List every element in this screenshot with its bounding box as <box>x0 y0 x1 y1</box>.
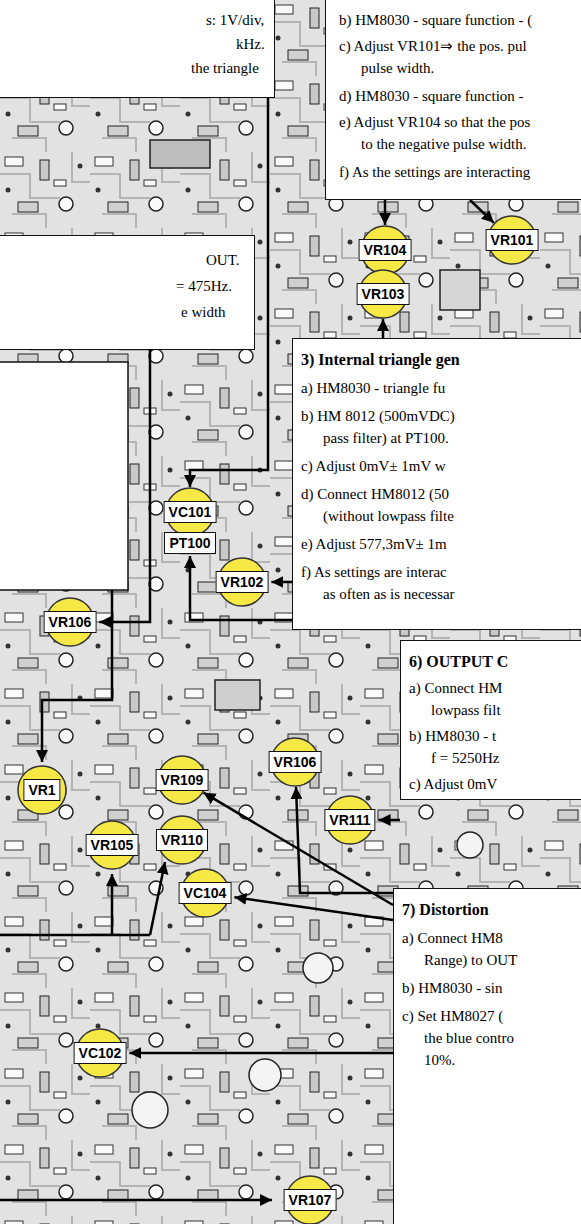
instruction-line: OUT. <box>206 251 239 269</box>
section-heading: 7) Distortion <box>402 901 489 919</box>
arrow-connector <box>190 556 292 620</box>
instruction-line: Range) to OUT <box>424 951 517 969</box>
instruction-line: f = 5250Hz <box>431 749 499 767</box>
instruction-line: e) Adjust VR104 so that the pos <box>339 113 530 131</box>
instruction-line: c) Adjust 0mV <box>409 775 497 793</box>
leader-line <box>0 934 150 937</box>
instruction-box: s: 1V/div, kHz. the triangle <box>0 0 275 98</box>
arrow-connector <box>234 897 393 920</box>
instruction-line: the blue contro <box>424 1029 514 1047</box>
trimmer-callout: VR107 <box>285 1175 335 1224</box>
instruction-line: a) Connect HM8 <box>402 929 503 947</box>
component-label: VR101 <box>486 229 539 251</box>
component-label: VR106 <box>269 751 322 773</box>
instruction-line: b) HM 8012 (500mVDC) <box>301 407 455 425</box>
component-label: VC102 <box>74 1042 127 1064</box>
note-box <box>0 362 128 590</box>
arrow-connector <box>99 350 150 622</box>
ic-package <box>150 140 210 168</box>
instruction-line: f) As settings are interac <box>301 563 447 581</box>
instruction-line: e) Adjust 577,3mV± 1m <box>301 535 447 553</box>
capacitor <box>132 1092 168 1128</box>
instruction-line: s: 1V/div, <box>206 11 264 29</box>
instruction-line: pass filter) at PT100. <box>323 429 449 447</box>
component-label: VR111 <box>324 809 375 831</box>
trimmer-callout: VR109 <box>157 755 207 805</box>
component-label: VR105 <box>86 834 139 856</box>
trimmer-callout: VR111 <box>325 795 375 845</box>
instruction-line: f) As the settings are interacting <box>339 163 530 181</box>
arrow-connector <box>296 787 393 893</box>
component-label: VR102 <box>216 571 269 593</box>
instruction-line: as often as is necessar <box>323 585 455 603</box>
instruction-line: c) Set HM8027 ( <box>402 1007 503 1025</box>
instruction-line: e width <box>181 303 226 321</box>
instruction-line: kHz. <box>236 35 265 53</box>
instruction-line: 10%. <box>424 1051 455 1069</box>
leader-line <box>0 1199 272 1202</box>
component-label: VR109 <box>156 769 209 791</box>
ic-package <box>440 270 480 310</box>
instruction-line: c) Adjust VR101⇒ the pos. pul <box>339 37 527 55</box>
instruction-box: OUT. = 475Hz. e width <box>0 235 255 350</box>
arrow-connector <box>382 319 385 338</box>
trimmer-callout: VR101 <box>487 215 537 265</box>
callout-circle <box>18 766 66 814</box>
section-heading: 6) OUTPUT C <box>409 653 508 671</box>
instruction-line: = 475Hz. <box>176 277 232 295</box>
instruction-line: pulse width. <box>361 59 434 77</box>
instruction-line: d) HM8030 - square function - <box>339 87 524 105</box>
component-label: VR107 <box>284 1189 337 1211</box>
instruction-line: lowpass filt <box>431 701 501 719</box>
trimmer-callout: VC101 <box>165 487 215 537</box>
component-label: VC101 <box>164 501 217 523</box>
leader-line <box>42 590 112 762</box>
leader-line <box>150 862 165 935</box>
test-point-name: PT100 <box>169 534 210 552</box>
component-label: VC104 <box>179 882 232 904</box>
trimmer-callout: VC104 <box>180 868 230 918</box>
component-label: VR1 <box>23 779 60 801</box>
trimmer-callout: VR106 <box>270 737 320 787</box>
trimmer-callout: VR104 <box>360 225 410 275</box>
component-label: VR106 <box>44 611 97 633</box>
component-label: VR103 <box>357 283 410 305</box>
trimmer-callout: VR103 <box>358 269 408 319</box>
instruction-line: c) Adjust 0mV± 1mV w <box>301 457 446 475</box>
arrow-connector <box>470 200 494 223</box>
arrow-connector <box>129 1052 393 1055</box>
arrow-connector <box>271 581 292 584</box>
trimmer-callout: VC102 <box>75 1028 125 1078</box>
trimmer-callout: VR106 <box>45 597 95 647</box>
capacitor <box>457 832 483 858</box>
component-label: VR104 <box>359 239 412 261</box>
test-point-label: PT100 <box>164 532 215 554</box>
leader-line <box>111 874 114 935</box>
instruction-line: d) Connect HM8012 (50 <box>301 485 449 503</box>
arrow-connector <box>379 819 400 822</box>
instruction-line: (without lowpass filte <box>323 507 454 525</box>
instruction-line: to the negative pulse width. <box>361 135 526 153</box>
trimmer-callout: VR105 <box>87 820 137 870</box>
ic-package <box>215 680 260 710</box>
component-label: VR110 <box>156 829 208 851</box>
instruction-line: b) HM8030 - t <box>409 727 496 745</box>
transistor <box>303 953 333 983</box>
instruction-line: the triangle <box>191 59 259 77</box>
instruction-box: 7) Distortion a) Connect HM8Range) to OUT… <box>393 888 581 1224</box>
trimmer-callout: VR102 <box>217 557 267 607</box>
trimmer-callout: VR1 <box>17 765 67 815</box>
instruction-line: b) HM8030 - square function - ( <box>339 11 532 29</box>
arrow-connector <box>384 200 387 225</box>
instruction-line: a) HM8030 - triangle fu <box>301 379 445 397</box>
instruction-box: 6) OUTPUT C a) Connect HM lowpass filt b) H… <box>400 640 581 800</box>
section-heading: 3) Internal triangle gen <box>301 351 460 369</box>
instruction-line: b) HM8030 - sin <box>402 979 502 997</box>
trimmer-callout: VR110 <box>157 815 207 865</box>
instruction-line: a) Connect HM <box>409 679 502 697</box>
transistor <box>249 1059 281 1091</box>
instruction-box: b) HM8030 - square function - ( c) Adjust… <box>325 0 581 200</box>
instruction-box: 3) Internal triangle gen a) HM8030 - tria… <box>292 338 581 630</box>
